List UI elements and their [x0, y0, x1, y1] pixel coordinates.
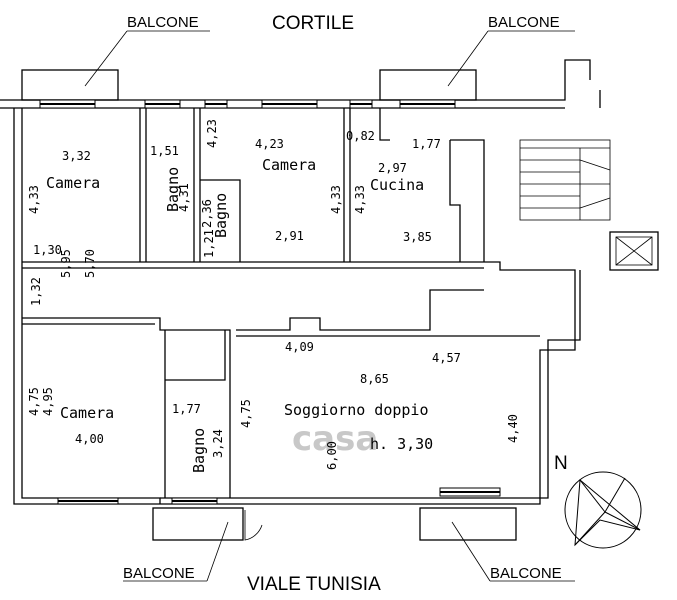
corridor-dim-a: 1,30 [33, 243, 62, 257]
soggiorno-height-mid: 6,00 [325, 441, 339, 470]
staircase [519, 139, 611, 221]
bagno-small-name: Bagno [212, 193, 230, 238]
north-arrow-icon: N [554, 453, 642, 549]
corridor-dim-b: 5,95 [59, 249, 73, 278]
balcony-label-top-right: BALCONE [488, 14, 560, 31]
cucina-height: 4,33 [353, 185, 367, 214]
balcony-top-right [379, 69, 477, 101]
camera-bl-height-2: 4,95 [41, 387, 55, 416]
cucina-bottom: 3,85 [403, 230, 432, 244]
soggiorno-height-note: h. 3,30 [370, 435, 433, 453]
camera-tl-height: 4,33 [27, 185, 41, 214]
north-label: N [554, 453, 568, 474]
camera-bl-width: 4,00 [75, 432, 104, 446]
balcony-label-bottom-left: BALCONE [123, 565, 195, 582]
cucina-width-1: 0,82 [346, 129, 375, 143]
watermark-logo: casa [292, 419, 378, 459]
soggiorno-height-right: 4,40 [506, 414, 520, 443]
camera-tc-bottom: 2,91 [275, 229, 304, 243]
camera-tc-right: 4,33 [329, 185, 343, 214]
soggiorno-height-left: 4,75 [239, 399, 253, 428]
soggiorno-name: Soggiorno doppio [284, 401, 429, 419]
camera-tc-width: 4,23 [255, 137, 284, 151]
windows [39, 99, 501, 505]
soggiorno-width-top: 4,09 [285, 340, 314, 354]
camera-tc-width-vertical: 4,23 [205, 119, 219, 148]
bagno-tl-height: 4,31 [177, 183, 191, 212]
balcony-bottom-left [152, 507, 244, 541]
balcony-label-top-left: BALCONE [127, 14, 199, 31]
camera-bl-height-1: 4,75 [27, 387, 41, 416]
cucina-name: Cucina [370, 176, 424, 194]
balcony-bottom-right [419, 507, 517, 541]
camera-bl-name: Camera [60, 404, 114, 422]
bagno-small-width: 2,36 [200, 199, 214, 228]
balcony-label-bottom-right: BALCONE [490, 565, 562, 582]
camera-tc-name: Camera [262, 156, 316, 174]
corridor-dim-d: 1,32 [29, 277, 43, 306]
soggiorno-width-right: 4,57 [432, 351, 461, 365]
viale-tunisia-label: VIALE TUNISIA [247, 574, 381, 595]
bagno-bl-name: Bagno [190, 428, 208, 473]
cortile-label: CORTILE [272, 13, 354, 34]
soggiorno-width-main: 8,65 [360, 372, 389, 386]
bagno-bl-height: 3,24 [211, 429, 225, 458]
elevator-shaft [609, 231, 659, 271]
corridor-dim-c: 5,70 [83, 249, 97, 278]
bagno-tl-name: Bagno [164, 167, 182, 212]
bagno-small-height: 1,21 [202, 229, 216, 258]
bagno-bl-width: 1,77 [172, 402, 201, 416]
bagno-tl-width: 1,51 [150, 144, 179, 158]
cucina-width: 2,97 [378, 161, 407, 175]
door-swing [244, 510, 263, 541]
balcony-top-left [21, 69, 119, 101]
cucina-width-2: 1,77 [412, 137, 441, 151]
camera-tl-width: 3,32 [62, 149, 91, 163]
camera-tl-name: Camera [46, 174, 100, 192]
